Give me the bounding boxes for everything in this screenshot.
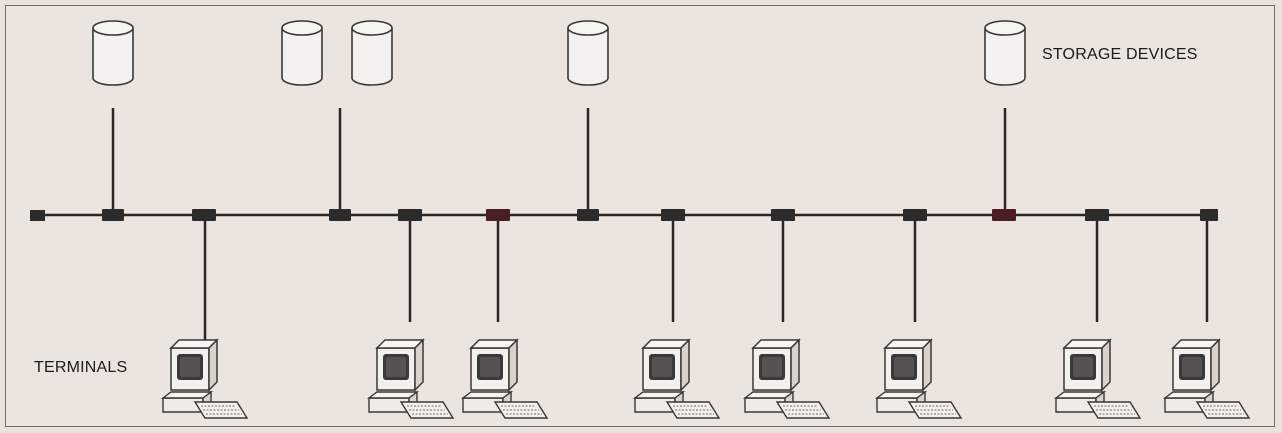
storage-cylinder-icon [984,20,1026,86]
bus-tap [661,209,685,221]
terminal-computer-icon [1164,339,1250,419]
terminal-computer-icon [744,339,830,419]
terminal-computer-icon [634,339,720,419]
storage-devices-label: STORAGE DEVICES [1042,46,1198,63]
bus-tap [1085,209,1109,221]
bus-tap [192,209,216,221]
bus-tap [577,209,599,221]
bus-tap [398,209,422,221]
bus-terminator-right [1200,209,1218,221]
terminal-computer-icon [368,339,454,419]
terminals [162,339,1250,419]
terminal-computer-icon [462,339,548,419]
bus-tap [771,209,795,221]
terminal-drops [203,215,1209,350]
storage-cylinder-icon [281,20,323,86]
terminals-label: TERMINALS [34,359,128,376]
terminal-computer-icon [876,339,962,419]
storage-drops [111,108,1007,215]
bus-terminator-left [30,210,45,221]
terminal-computer-icon [162,339,248,419]
storage-cylinder-icon [351,20,393,86]
terminal-computer-icon [1055,339,1141,419]
bus-taps [30,209,1218,221]
bus-tap [486,209,510,221]
bus-tap [992,209,1016,221]
bus-tap [903,209,927,221]
bus-tap [102,209,124,221]
bus-tap [329,209,351,221]
storage-cylinder-icon [567,20,609,86]
storage-cylinder-icon [92,20,134,86]
storage-devices [92,20,1026,86]
